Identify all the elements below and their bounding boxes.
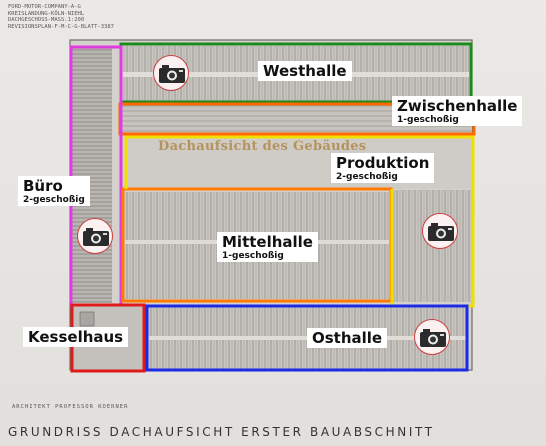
buero-floors: 2-geschoßig	[23, 195, 85, 205]
osthalle-label: Osthalle	[307, 328, 388, 348]
mittelhalle-name: Mittelhalle	[222, 233, 313, 251]
camera-icon[interactable]	[77, 218, 113, 254]
plan-caption: GRUNDRISS DACHAUFSICHT ERSTER BAUABSCHNI…	[8, 425, 435, 439]
architect-note: ARCHITEKT PROFESSOR KOERNER	[12, 404, 129, 410]
buero-label: Büro 2-geschoßig	[18, 176, 90, 206]
drawing-title: Dachaufsicht des Gebäudes	[158, 139, 367, 154]
kesselhaus-name: Kesselhaus	[28, 328, 124, 346]
buero-name: Büro	[23, 177, 63, 195]
buero-roof	[72, 48, 112, 303]
chimney-base	[79, 311, 95, 327]
camera-icon[interactable]	[422, 213, 458, 249]
zwischenhalle-label: Zwischenhalle 1-geschoßig	[392, 96, 523, 126]
zwischenhalle-name: Zwischenhalle	[397, 97, 518, 115]
title-block-line: KREISLANDUNG-KÖLN-NIEHL	[8, 10, 85, 17]
camera-icon[interactable]	[414, 319, 450, 355]
mittelhalle-label: Mittelhalle 1-geschoßig	[217, 232, 318, 262]
produktion-outline	[124, 135, 475, 308]
osthalle-outline	[145, 304, 469, 372]
zwischenhalle-floors: 1-geschoßig	[397, 115, 459, 125]
osthalle-name: Osthalle	[312, 329, 383, 347]
produktion-floors: 2-geschoßig	[336, 172, 398, 182]
westhalle-name: Westhalle	[263, 62, 347, 80]
camera-icon[interactable]	[153, 55, 189, 91]
kesselhaus-label: Kesselhaus	[23, 327, 129, 347]
produktion-name: Produktion	[336, 154, 430, 172]
title-block-line: FORD-MOTOR-COMPANY-A-G	[8, 4, 81, 10]
title-block: FORD-MOTOR-COMPANY-A-G KREISLANDUNG-KÖLN…	[8, 4, 114, 30]
title-block-line: REVISIONSPLAN-F-M-C-G-BLATT-3387	[8, 23, 114, 30]
westhalle-label: Westhalle	[258, 61, 352, 81]
title-block-line: DACHGESCHOSS-MASS.1:200	[8, 17, 85, 23]
produktion-label: Produktion 2-geschoßig	[331, 153, 435, 183]
mittelhalle-floors: 1-geschoßig	[222, 251, 284, 261]
